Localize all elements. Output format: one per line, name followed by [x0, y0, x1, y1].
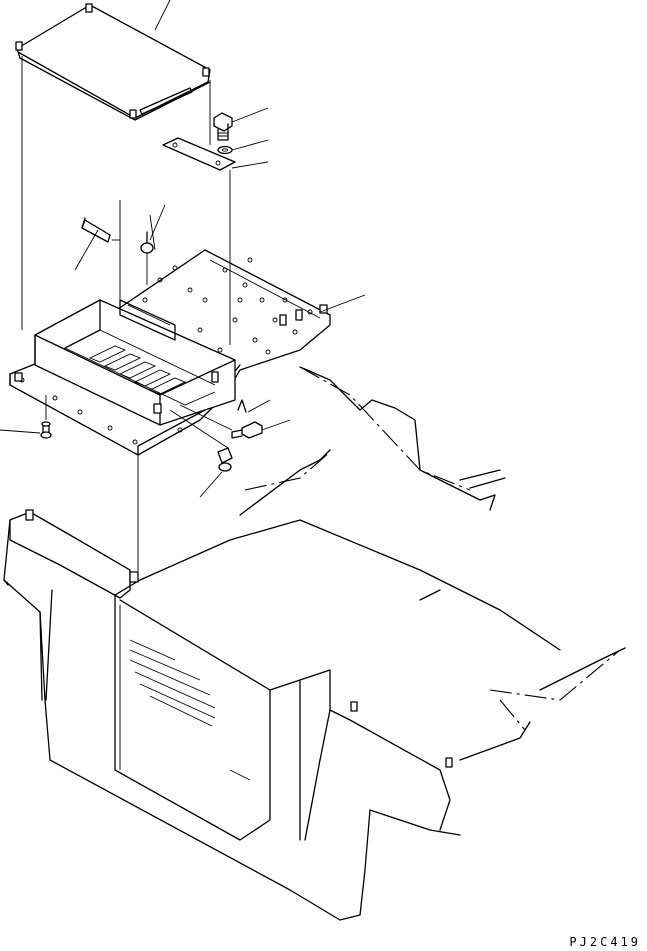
- washer: [217, 145, 233, 155]
- wing-nut-lower: [217, 447, 233, 472]
- bolt-side: [231, 421, 263, 439]
- tray-dividers: [88, 345, 187, 395]
- wing-nut-top: [140, 231, 154, 254]
- battery-tray: [34, 299, 236, 426]
- assembly-lines: [21, 56, 233, 575]
- bolt-top: [213, 112, 233, 141]
- vent-slats: [129, 639, 216, 727]
- drawing-code: PJ2C419: [569, 935, 641, 949]
- machine-body: [3, 366, 626, 921]
- retainer-plate: [162, 137, 236, 171]
- hold-down-hook: [81, 217, 111, 243]
- top-cover: [15, 3, 211, 121]
- small-clip: [237, 399, 247, 413]
- callout-leaders: [0, 0, 366, 498]
- grommet-bolt: [40, 421, 52, 439]
